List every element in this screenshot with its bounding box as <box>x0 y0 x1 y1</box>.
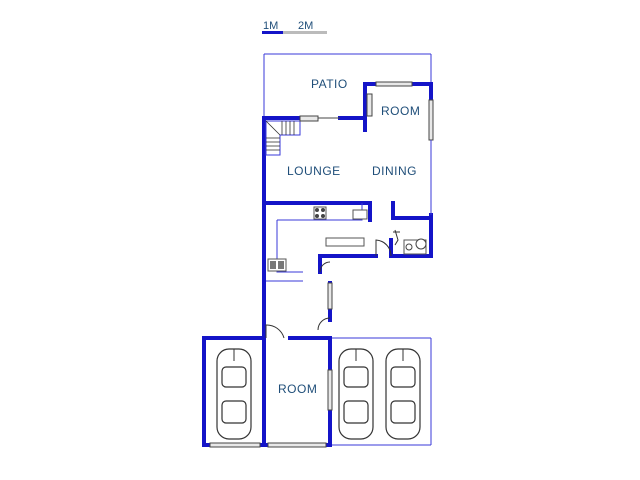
doors <box>265 229 400 339</box>
scale-label-1m: 1M <box>263 20 278 32</box>
car-1 <box>216 348 252 440</box>
car-2 <box>338 348 374 440</box>
label-patio: PATIO <box>311 77 348 91</box>
toilet <box>403 238 427 255</box>
car-3 <box>385 348 421 440</box>
scale-segment-2m <box>283 31 327 34</box>
windows <box>209 81 434 448</box>
scale-segment-1m <box>262 31 283 34</box>
label-room-bottom: ROOM <box>278 382 317 396</box>
parking-outline <box>330 337 432 446</box>
scale-bar: 1M 2M <box>262 20 327 34</box>
scale-label-2m: 2M <box>298 20 313 32</box>
label-lounge: LOUNGE <box>287 164 341 178</box>
sink <box>267 258 287 272</box>
patio-outline <box>263 53 432 118</box>
label-room-top: ROOM <box>381 104 420 118</box>
label-dining: DINING <box>372 164 417 178</box>
stove <box>313 206 327 220</box>
staircase <box>265 120 301 156</box>
kitchen-counters <box>266 203 368 282</box>
